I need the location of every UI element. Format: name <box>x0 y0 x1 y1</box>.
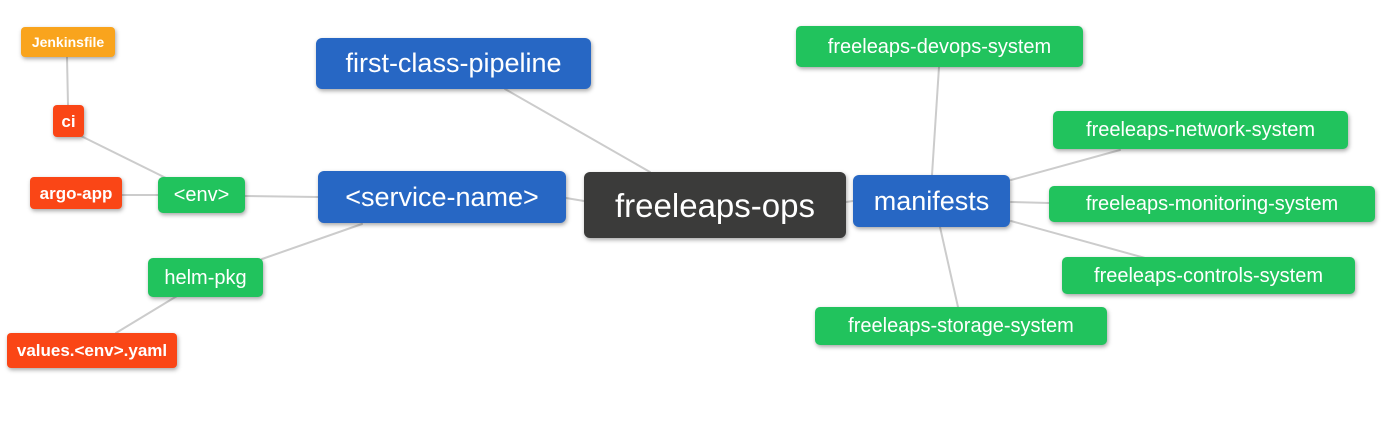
node-first-class-pipeline[interactable]: first-class-pipeline <box>316 38 591 89</box>
edge-values-env-yaml-to-helm-pkg <box>115 295 178 334</box>
edge-manifests-to-freeleaps-monitoring-system <box>1010 201 1050 204</box>
node-freeleaps-controls-system[interactable]: freeleaps-controls-system <box>1062 257 1355 294</box>
edge-service-name-to-freeleaps-ops <box>565 197 585 202</box>
node-freeleaps-monitoring-system[interactable]: freeleaps-monitoring-system <box>1049 186 1375 222</box>
node-freeleaps-network-system[interactable]: freeleaps-network-system <box>1053 111 1348 149</box>
edge-freeleaps-ops-to-manifests <box>845 200 854 203</box>
node-manifests[interactable]: manifests <box>853 175 1010 227</box>
edge-jenkinsfile-to-ci <box>66 56 69 106</box>
node-values-env-yaml[interactable]: values.<env>.yaml <box>7 333 177 368</box>
node-service-name[interactable]: <service-name> <box>318 171 566 223</box>
edge-first-class-pipeline-to-freeleaps-ops <box>504 88 651 173</box>
edge-manifests-to-freeleaps-controls-system <box>1010 220 1146 259</box>
edge-env-to-service-name <box>244 195 319 198</box>
node-freeleaps-devops-system[interactable]: freeleaps-devops-system <box>796 26 1083 67</box>
node-ci[interactable]: ci <box>53 105 84 137</box>
edge-helm-pkg-to-service-name <box>261 223 363 260</box>
node-freeleaps-ops[interactable]: freeleaps-ops <box>584 172 846 238</box>
edge-ci-to-env <box>80 135 171 181</box>
node-env[interactable]: <env> <box>158 177 245 213</box>
edge-manifests-to-freeleaps-network-system <box>1010 149 1121 181</box>
edge-manifests-to-freeleaps-devops-system <box>931 66 940 176</box>
node-jenkinsfile[interactable]: Jenkinsfile <box>21 27 115 57</box>
node-argo-app[interactable]: argo-app <box>30 177 122 209</box>
node-freeleaps-storage-system[interactable]: freeleaps-storage-system <box>815 307 1107 345</box>
edge-manifests-to-freeleaps-storage-system <box>939 226 959 308</box>
node-helm-pkg[interactable]: helm-pkg <box>148 258 263 297</box>
